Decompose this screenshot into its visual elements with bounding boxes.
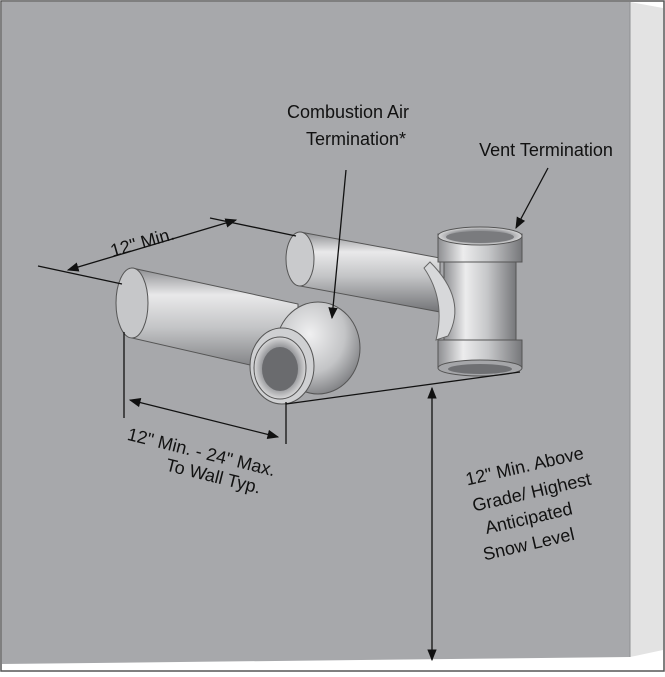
combustion-air-label-line1: Combustion Air bbox=[287, 102, 409, 122]
combustion-air-pipe-assembly bbox=[115, 267, 361, 405]
vent-pipe-assembly bbox=[285, 226, 523, 377]
vent-termination-label: Vent Termination bbox=[479, 140, 613, 160]
combustion-air-label-line2: Termination* bbox=[306, 129, 406, 149]
wall-side bbox=[630, 2, 663, 657]
dimension-lines bbox=[37, 167, 549, 662]
